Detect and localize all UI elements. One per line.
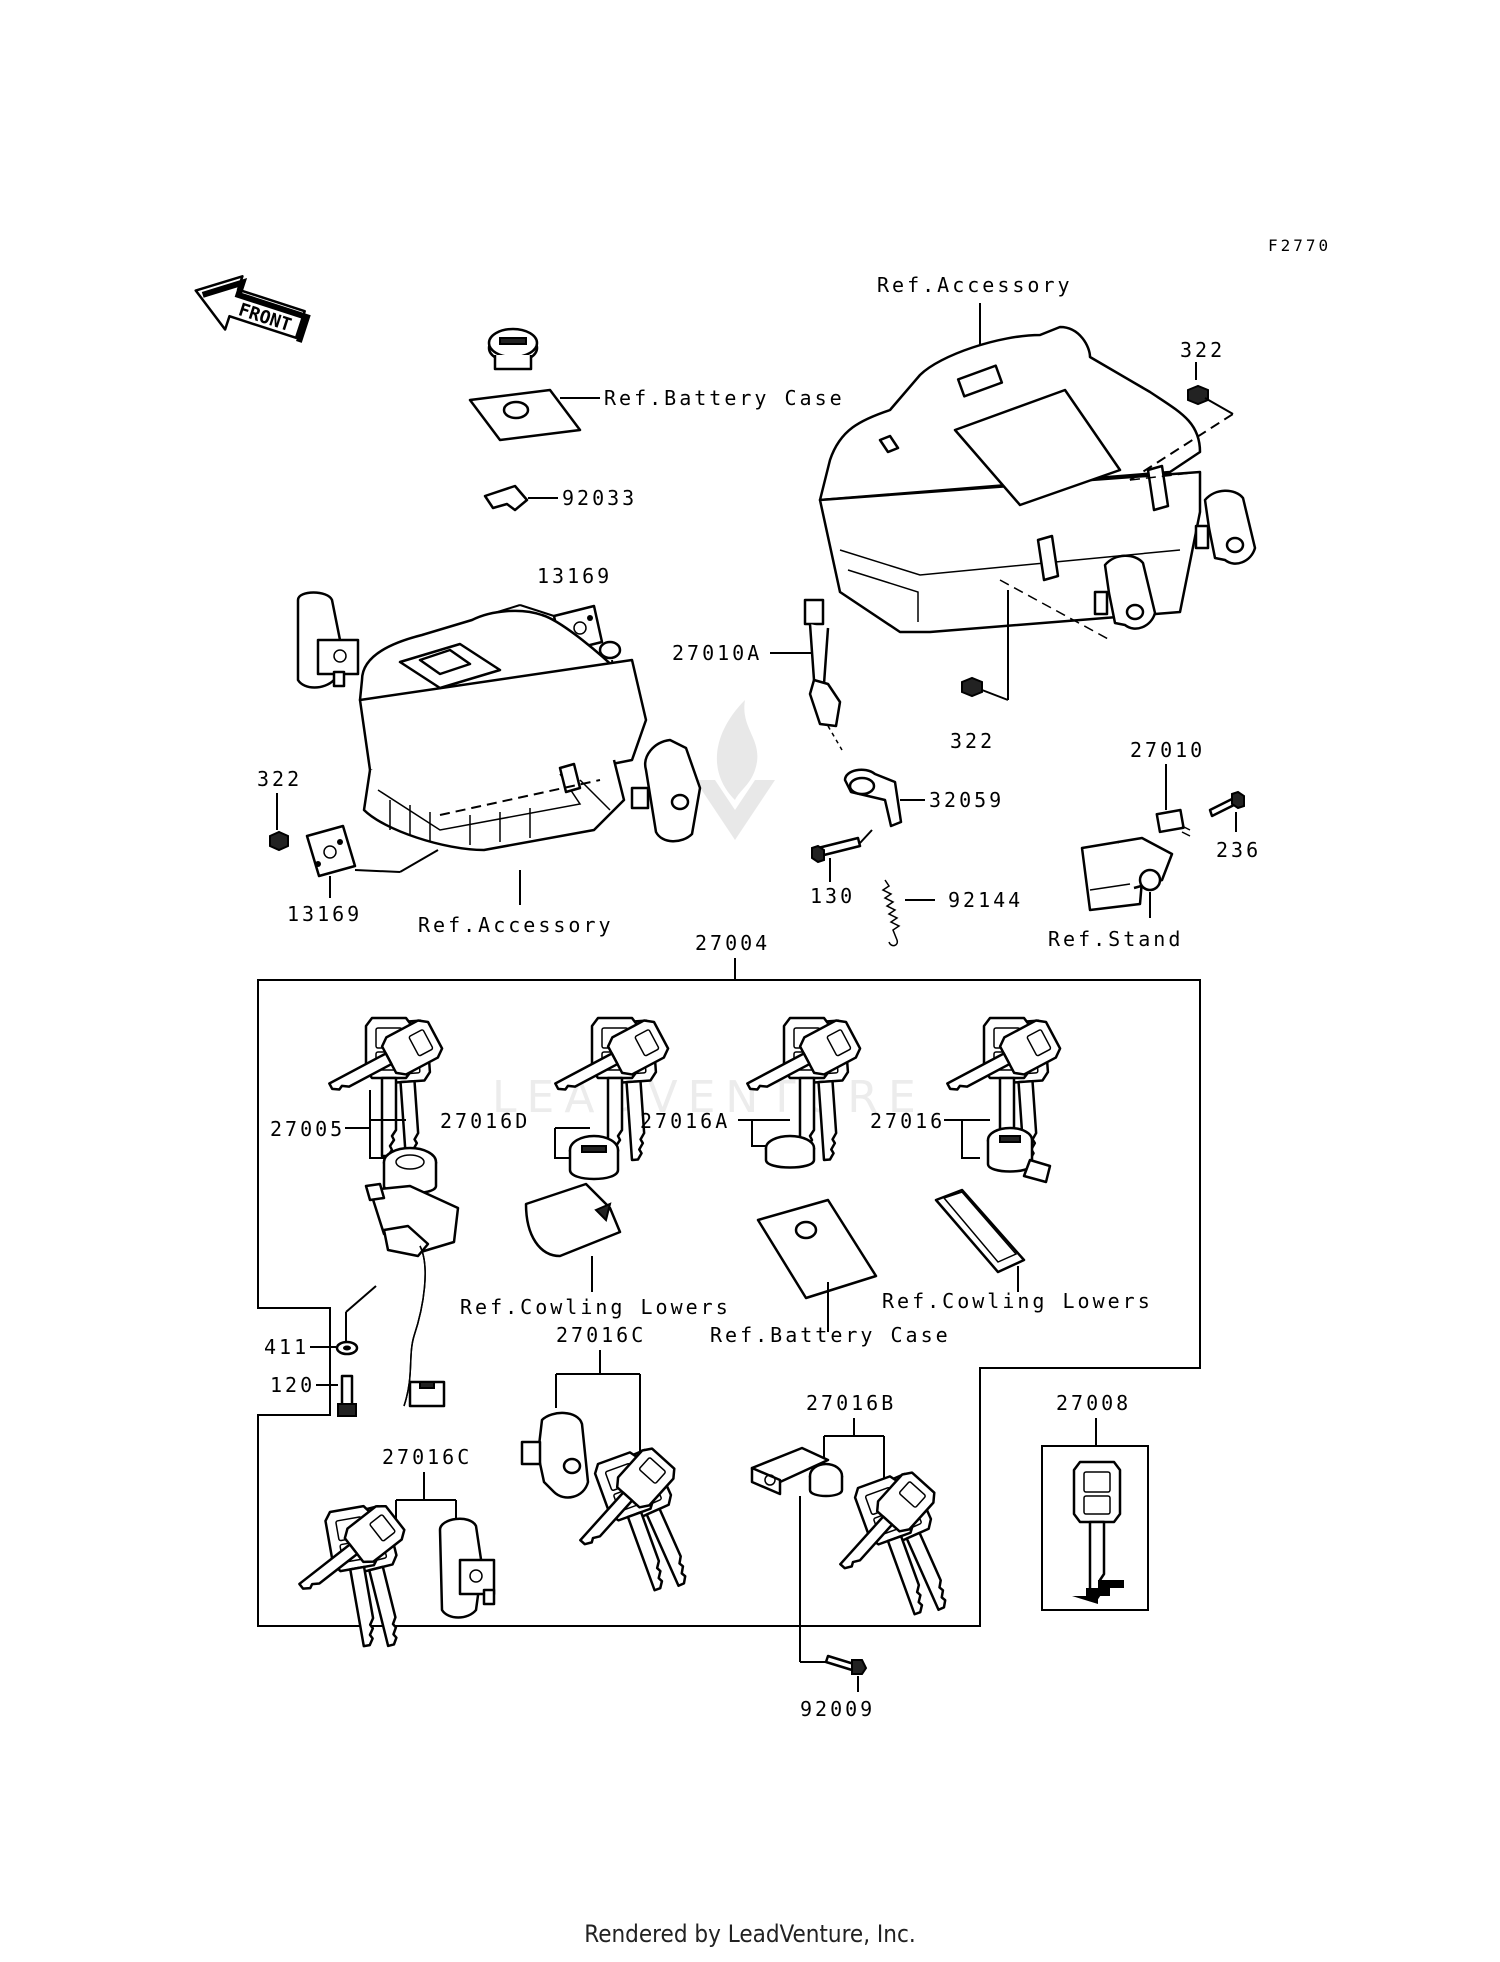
label-32059: 32059 bbox=[929, 788, 1004, 812]
bolt-120 bbox=[337, 1374, 357, 1417]
cap-lock-27016D bbox=[568, 1134, 620, 1181]
label-27016C-b: 27016C bbox=[382, 1445, 472, 1469]
label-27016A: 27016A bbox=[640, 1109, 730, 1133]
switch-27010A bbox=[803, 598, 843, 751]
battery-case-cover-mid bbox=[756, 1198, 878, 1300]
side-latch-27016C-lower bbox=[438, 1517, 496, 1619]
ignition-switch-27005 bbox=[364, 1146, 460, 1408]
plate-13169-bottom bbox=[305, 824, 357, 878]
label-92033: 92033 bbox=[562, 486, 637, 510]
cowling-lower-cover-left bbox=[524, 1182, 622, 1258]
accessory-case-right-latch-2 bbox=[1093, 554, 1157, 630]
bolt-92009 bbox=[824, 1654, 868, 1675]
leadventure-watermark-logo: LEADVENTURE bbox=[492, 700, 916, 1123]
key-set-27004-outline bbox=[257, 979, 1201, 1627]
label-27005: 27005 bbox=[270, 1117, 345, 1141]
footer-rendered-by: Rendered by LeadVenture, Inc. bbox=[584, 1920, 916, 1948]
key-blank-27008 bbox=[1072, 1460, 1124, 1604]
label-27016B: 27016B bbox=[806, 1391, 896, 1415]
accessory-case-small-latch-left bbox=[296, 591, 360, 689]
label-ref-cowling-lowers-2: Ref.Cowling Lowers bbox=[882, 1289, 1153, 1313]
label-322-a: 322 bbox=[1180, 338, 1225, 362]
battery-case-cover bbox=[468, 388, 582, 442]
seat-lock-27016 bbox=[986, 1126, 1052, 1184]
switch-27010 bbox=[1155, 808, 1191, 837]
nut-322-top-right bbox=[1187, 384, 1209, 406]
washer-411 bbox=[335, 1340, 359, 1356]
label-13169-a: 13169 bbox=[537, 564, 612, 588]
label-ref-accessory-left: Ref.Accessory bbox=[418, 913, 614, 937]
label-322-c: 322 bbox=[950, 729, 995, 753]
cowling-lower-strip bbox=[934, 1188, 1026, 1274]
label-27010: 27010 bbox=[1130, 738, 1205, 762]
label-ref-stand: Ref.Stand bbox=[1048, 927, 1183, 951]
label-27010A: 27010A bbox=[672, 641, 762, 665]
keys-27016C-lower bbox=[281, 1498, 426, 1661]
spring-92144 bbox=[881, 879, 901, 947]
diagram-code: F2770 bbox=[1268, 236, 1331, 255]
label-130: 130 bbox=[810, 884, 855, 908]
label-ref-cowling-lowers-1: Ref.Cowling Lowers bbox=[460, 1295, 731, 1319]
helmet-lock-27016B bbox=[750, 1446, 844, 1498]
battery-case-key-cylinder bbox=[487, 327, 539, 371]
accessory-case-small-latch-right bbox=[630, 738, 702, 843]
label-27004: 27004 bbox=[695, 931, 770, 955]
cap-lock-27016A bbox=[764, 1134, 816, 1169]
bolt-236 bbox=[1208, 790, 1245, 818]
accessory-case-right-latch-1 bbox=[1194, 489, 1257, 565]
key-blank-27008-frame bbox=[1041, 1445, 1149, 1611]
label-27016C-a: 27016C bbox=[556, 1323, 646, 1347]
side-latch-27016C-upper bbox=[520, 1411, 590, 1499]
label-322-d: 322 bbox=[257, 767, 302, 791]
clip-92033 bbox=[483, 484, 529, 512]
bracket-32059 bbox=[843, 768, 903, 828]
label-411: 411 bbox=[264, 1335, 309, 1359]
label-92144: 92144 bbox=[948, 888, 1023, 912]
label-27016D: 27016D bbox=[440, 1109, 530, 1133]
label-ref-accessory-top: Ref.Accessory bbox=[877, 273, 1073, 297]
nut-322-left-top bbox=[598, 640, 622, 660]
label-236: 236 bbox=[1216, 838, 1261, 862]
nut-322-mid-right bbox=[961, 676, 983, 698]
label-ref-battery-case-mid: Ref.Battery Case bbox=[710, 1323, 951, 1347]
accessory-case-small bbox=[358, 609, 648, 852]
bolt-130 bbox=[811, 836, 862, 864]
label-ref-battery-case-top: Ref.Battery Case bbox=[604, 386, 845, 410]
stand-bracket bbox=[1080, 836, 1174, 912]
label-27008: 27008 bbox=[1056, 1391, 1131, 1415]
label-120: 120 bbox=[270, 1373, 315, 1397]
label-13169-b: 13169 bbox=[287, 902, 362, 926]
nut-322-left-bottom bbox=[269, 830, 289, 852]
label-27016: 27016 bbox=[870, 1109, 945, 1133]
front-arrow-icon: FRONT bbox=[194, 275, 311, 343]
label-92009: 92009 bbox=[800, 1697, 875, 1721]
